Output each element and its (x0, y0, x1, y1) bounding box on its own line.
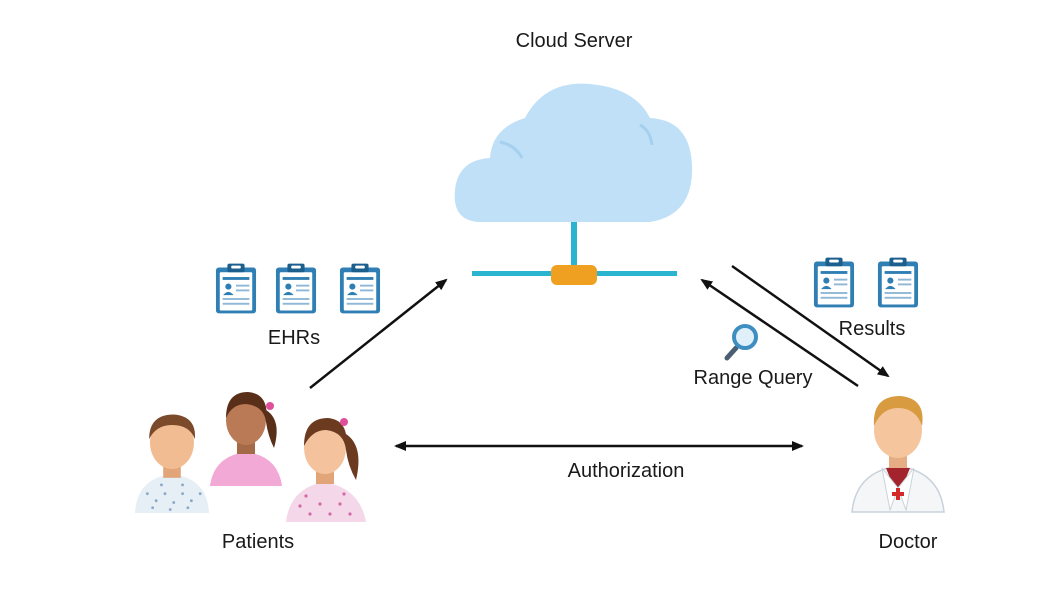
range-query-label: Range Query (694, 367, 813, 389)
clipboard-icon (877, 257, 919, 308)
patients-group (135, 392, 366, 522)
arrow-patients-to-cloud (309, 278, 448, 389)
ehr-documents (215, 263, 381, 314)
patient-icon (210, 392, 282, 486)
doctor-icon (851, 396, 945, 513)
patient-icon (135, 414, 209, 514)
clipboard-icon (215, 263, 257, 314)
magnifier-icon (724, 324, 758, 361)
network-hub-icon (472, 222, 677, 285)
patient-icon (286, 418, 366, 522)
ehrs-label: EHRs (268, 327, 320, 349)
authorization-label: Authorization (568, 460, 685, 482)
clipboard-icon (339, 263, 381, 314)
arrow-doctor-to-cloud (700, 278, 859, 388)
arrow-cloud-to-doctor (731, 264, 890, 378)
clipboard-icon (275, 263, 317, 314)
patients-label: Patients (222, 531, 294, 553)
cloud-icon (454, 83, 693, 222)
cloud-server-label: Cloud Server (516, 30, 633, 52)
clipboard-icon (813, 257, 855, 308)
doctor-label: Doctor (879, 531, 938, 553)
results-label: Results (839, 318, 906, 340)
arrows (309, 264, 890, 451)
result-documents (813, 257, 919, 308)
